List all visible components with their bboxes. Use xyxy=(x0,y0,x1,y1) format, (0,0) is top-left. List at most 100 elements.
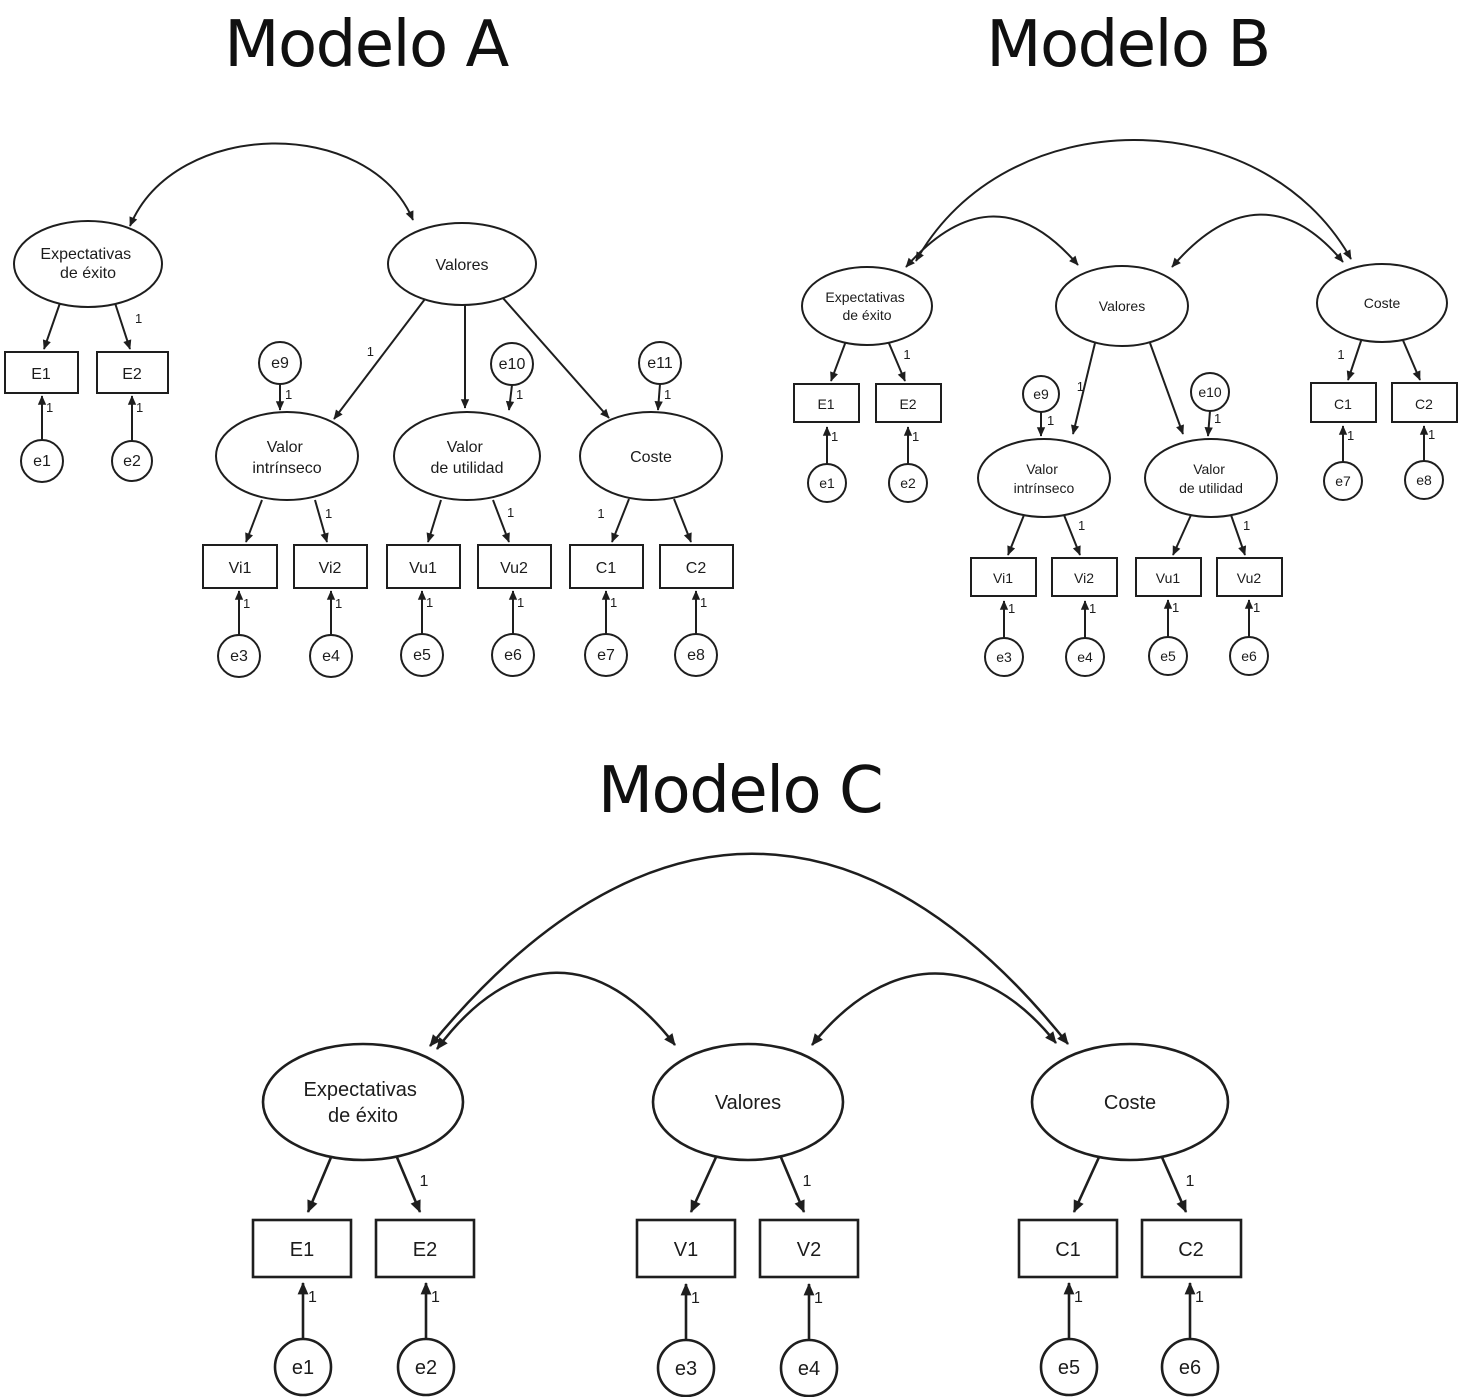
error-e10-b xyxy=(1190,372,1230,412)
error-e6-a xyxy=(491,633,535,677)
latent-valores-b xyxy=(1055,265,1189,347)
modelo-b-diagram: Modelo B xyxy=(793,8,1458,677)
latent-valor-intrinseco-b xyxy=(977,438,1111,518)
path-expectativas-to-E2-c xyxy=(394,1154,422,1213)
error-e4-a xyxy=(309,634,353,678)
path-valores-to-coste-a xyxy=(501,296,610,419)
modelo-b-title: Modelo B xyxy=(986,8,1270,82)
indicator-Vu2-label-b: Vu2 xyxy=(1237,570,1262,586)
indicator-Vi1-a xyxy=(202,544,278,589)
weight-valor-de-utilidad-Vu2-a: 1 xyxy=(507,505,514,520)
indicator-C1-label-b: C1 xyxy=(1334,396,1352,412)
latent-coste-label-c: Coste xyxy=(1104,1092,1156,1114)
path-coste-to-C2-b xyxy=(1401,337,1421,381)
modelo-a-title: Modelo A xyxy=(224,8,509,82)
indicator-E2-a xyxy=(96,351,169,394)
error-e4-label-a: e4 xyxy=(322,648,340,665)
covariance-expectativas-valores-a xyxy=(129,142,414,227)
error-e7-label-a: e7 xyxy=(597,647,615,664)
weight-e10-b: 1 xyxy=(1214,411,1221,426)
indicator-V2-c xyxy=(758,1218,860,1279)
indicator-V2-label-c: V2 xyxy=(797,1239,821,1261)
error-e5-label-a: e5 xyxy=(413,647,431,664)
error-e3-label-c: e3 xyxy=(675,1358,697,1380)
indicator-C2-label-a: C2 xyxy=(686,560,707,577)
indicator-V1-c xyxy=(635,1218,737,1279)
indicator-E2-c xyxy=(374,1218,476,1279)
weight-e6-a: 1 xyxy=(517,595,524,610)
error-e4-c xyxy=(779,1338,839,1397)
weight-e1-b: 1 xyxy=(831,429,838,444)
error-e6-c xyxy=(1160,1337,1220,1397)
indicator-Vu1-a xyxy=(386,544,461,589)
latent-valores-a xyxy=(387,222,537,306)
latent-valor-de-utilidad-label-b: Valor de utilidad xyxy=(1179,461,1243,496)
weight-e2-b: 1 xyxy=(912,429,919,444)
error-e5-a xyxy=(400,633,444,677)
weight-e1-c: 1 xyxy=(308,1289,317,1306)
latent-valor-intrinseco-a xyxy=(215,411,359,501)
error-e7-a xyxy=(584,633,628,677)
weight-e10-a: 1 xyxy=(516,387,523,402)
weight-e3-a: 1 xyxy=(243,596,250,611)
indicator-C1-label-c: C1 xyxy=(1055,1239,1081,1261)
latent-valores-c xyxy=(651,1042,845,1162)
error-e3-a xyxy=(217,634,261,678)
path-expectativas-to-E1-a xyxy=(42,302,61,350)
error-e10-label-b: e10 xyxy=(1198,384,1222,400)
indicator-E1-a xyxy=(4,351,79,394)
weight-expectativas-E2-a: 1 xyxy=(135,311,142,326)
error-e11-label-a: e11 xyxy=(647,355,673,372)
error-e6-label-b: e6 xyxy=(1241,648,1257,664)
covariance-valores-coste-c xyxy=(811,972,1057,1046)
indicator-Vi2-label-a: Vi2 xyxy=(319,560,342,577)
modelo-c-title: Modelo C xyxy=(598,754,882,828)
indicator-Vu1-label-b: Vu1 xyxy=(1156,570,1181,586)
indicator-E1-label-b: E1 xyxy=(817,396,834,412)
error-e5-b xyxy=(1148,636,1188,676)
weight-e3-b: 1 xyxy=(1008,601,1015,616)
path-expectativas-to-E1-c xyxy=(306,1154,334,1213)
indicator-C1-label-a: C1 xyxy=(596,560,617,577)
error-e4-label-c: e4 xyxy=(798,1358,820,1380)
indicator-Vu2-a xyxy=(477,544,552,589)
error-e9-label-a: e9 xyxy=(271,355,289,372)
path-valores-to-V2-c xyxy=(778,1154,806,1213)
indicator-Vi1-b xyxy=(970,557,1037,597)
weight-valor-de-utilidad-Vu2-b: 1 xyxy=(1243,518,1250,533)
weight-e7-a: 1 xyxy=(610,595,617,610)
error-e3-c xyxy=(656,1338,716,1397)
error-e2-c xyxy=(396,1337,456,1397)
path-e11-to-coste-a xyxy=(654,383,663,411)
error-e2-label-b: e2 xyxy=(900,475,916,491)
error-e5-c xyxy=(1039,1337,1099,1397)
error-e8-b xyxy=(1404,460,1444,500)
latent-valores-label-b: Valores xyxy=(1099,298,1145,314)
weight-e5-c: 1 xyxy=(1074,1289,1083,1306)
weight-e5-b: 1 xyxy=(1172,600,1179,615)
weight-e6-c: 1 xyxy=(1195,1289,1204,1306)
weight-e8-a: 1 xyxy=(700,595,707,610)
error-e7-label-b: e7 xyxy=(1335,473,1351,489)
indicator-E1-c xyxy=(251,1218,353,1279)
error-e4-label-b: e4 xyxy=(1077,649,1093,665)
weight-e4-a: 1 xyxy=(335,596,342,611)
error-e8-a xyxy=(674,633,718,677)
weight-valor-intrinseco-Vi2-a: 1 xyxy=(325,506,332,521)
latent-coste-b xyxy=(1316,263,1448,343)
covariance-valores-coste-b xyxy=(1171,213,1344,268)
path-valores-to-V1-c xyxy=(689,1154,719,1213)
covariance-expectativas-valores-c xyxy=(435,971,676,1050)
latent-valores-label-a: Valores xyxy=(435,257,488,274)
indicator-C1-b xyxy=(1310,382,1377,423)
modelo-a-diagram: Modelo A xyxy=(4,8,734,678)
weight-valores-valor-intrinseco-a: 1 xyxy=(367,344,374,359)
error-e7-b xyxy=(1323,461,1363,501)
weight-e2-c: 1 xyxy=(431,1289,440,1306)
indicator-Vi2-b xyxy=(1051,557,1118,597)
path-valor-de-utilidad-to-Vu2-a xyxy=(492,499,510,543)
path-valor-de-utilidad-to-Vu1-b xyxy=(1172,514,1192,556)
indicator-E1-label-a: E1 xyxy=(31,366,51,383)
